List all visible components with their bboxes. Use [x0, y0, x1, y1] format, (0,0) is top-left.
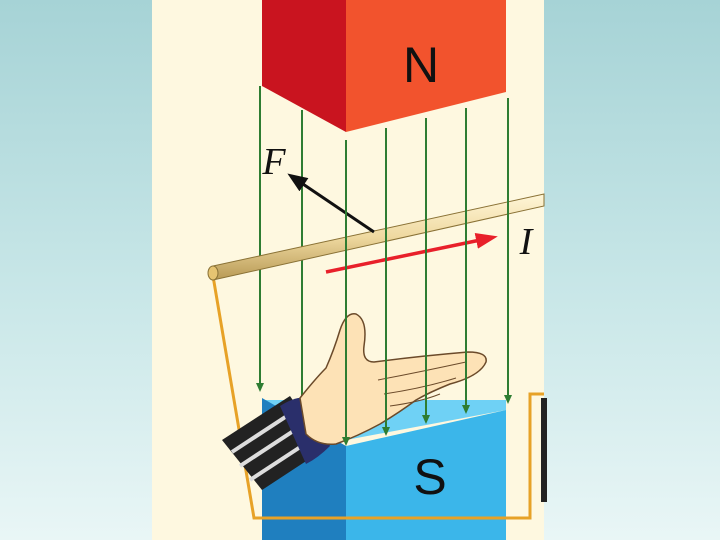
south-pole-label: S — [413, 449, 446, 505]
force-arrow-icon — [287, 173, 375, 234]
force-label: F — [261, 141, 286, 183]
north-pole-label: N — [403, 37, 439, 93]
current-label: I — [519, 221, 535, 263]
magnetic-field-lines-back — [256, 86, 306, 416]
conductor-rod — [207, 193, 545, 281]
north-magnet: N — [262, 0, 506, 132]
current-arrow-icon — [325, 233, 498, 274]
magnetic-field-lines-front — [342, 98, 512, 446]
switch-block — [541, 398, 547, 502]
